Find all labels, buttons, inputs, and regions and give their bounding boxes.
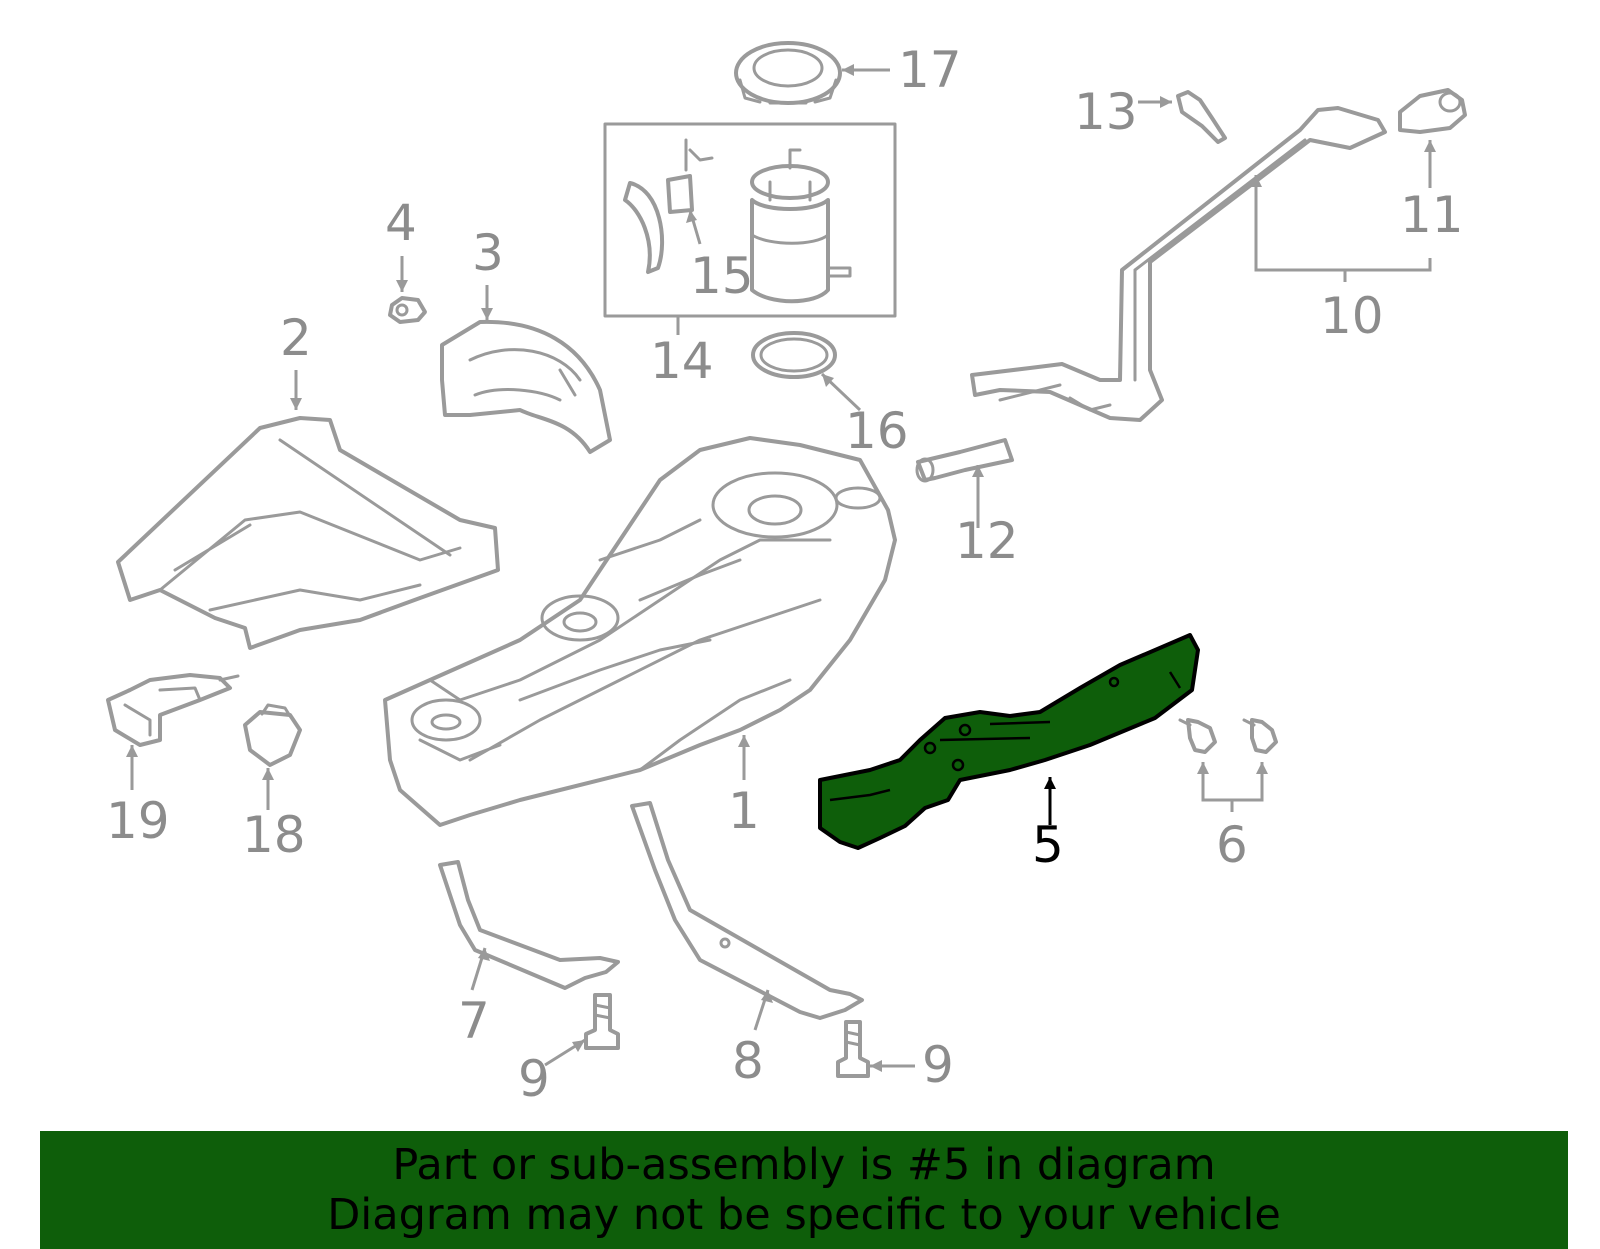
part-11-cap — [1398, 88, 1467, 188]
callout-18: 18 — [242, 806, 306, 864]
part-19-bracket — [106, 673, 240, 790]
callout-2: 2 — [280, 309, 312, 367]
callout-17: 17 — [898, 41, 962, 99]
part-9-bolts — [544, 993, 915, 1078]
part-17-lock-ring — [734, 41, 890, 105]
callout-12: 12 — [955, 512, 1019, 570]
callout-9-right: 9 — [922, 1036, 954, 1094]
part-8-strap — [630, 801, 864, 1031]
part-3-heat-shield — [440, 285, 612, 454]
part-4-clip — [388, 256, 427, 324]
part-10-filler-pipe — [970, 106, 1432, 422]
callout-15: 15 — [690, 247, 754, 305]
part-16-gasket — [751, 331, 862, 412]
leader-arrowheads — [126, 64, 1436, 1072]
callout-6: 6 — [1216, 816, 1248, 874]
banner-line-1: Part or sub-assembly is #5 in diagram — [392, 1140, 1216, 1190]
callout-11: 11 — [1400, 186, 1464, 244]
callout-5-highlighted: 5 — [1032, 816, 1064, 874]
part-1-fuel-tank — [383, 436, 897, 827]
banner-line-2: Diagram may not be specific to your vehi… — [327, 1190, 1281, 1240]
callout-19: 19 — [106, 792, 170, 850]
callout-9-left: 9 — [518, 1050, 550, 1108]
callout-8: 8 — [732, 1032, 764, 1090]
callout-7: 7 — [458, 992, 490, 1050]
notice-banner: Part or sub-assembly is #5 in diagram Di… — [40, 1131, 1568, 1249]
callout-13: 13 — [1074, 83, 1138, 141]
part-5-highlighted-shield — [818, 633, 1200, 850]
callout-3: 3 — [472, 224, 504, 282]
part-18-bracket — [243, 703, 302, 810]
callout-14: 14 — [650, 332, 714, 390]
callout-4: 4 — [385, 194, 417, 252]
part-7-strap — [438, 860, 620, 991]
part-6-push-pins — [1178, 718, 1278, 812]
callout-16: 16 — [845, 402, 909, 460]
part-2-shield — [116, 370, 500, 650]
callout-10: 10 — [1320, 287, 1384, 345]
part-13-valve — [1138, 90, 1227, 144]
callout-1: 1 — [728, 782, 760, 840]
